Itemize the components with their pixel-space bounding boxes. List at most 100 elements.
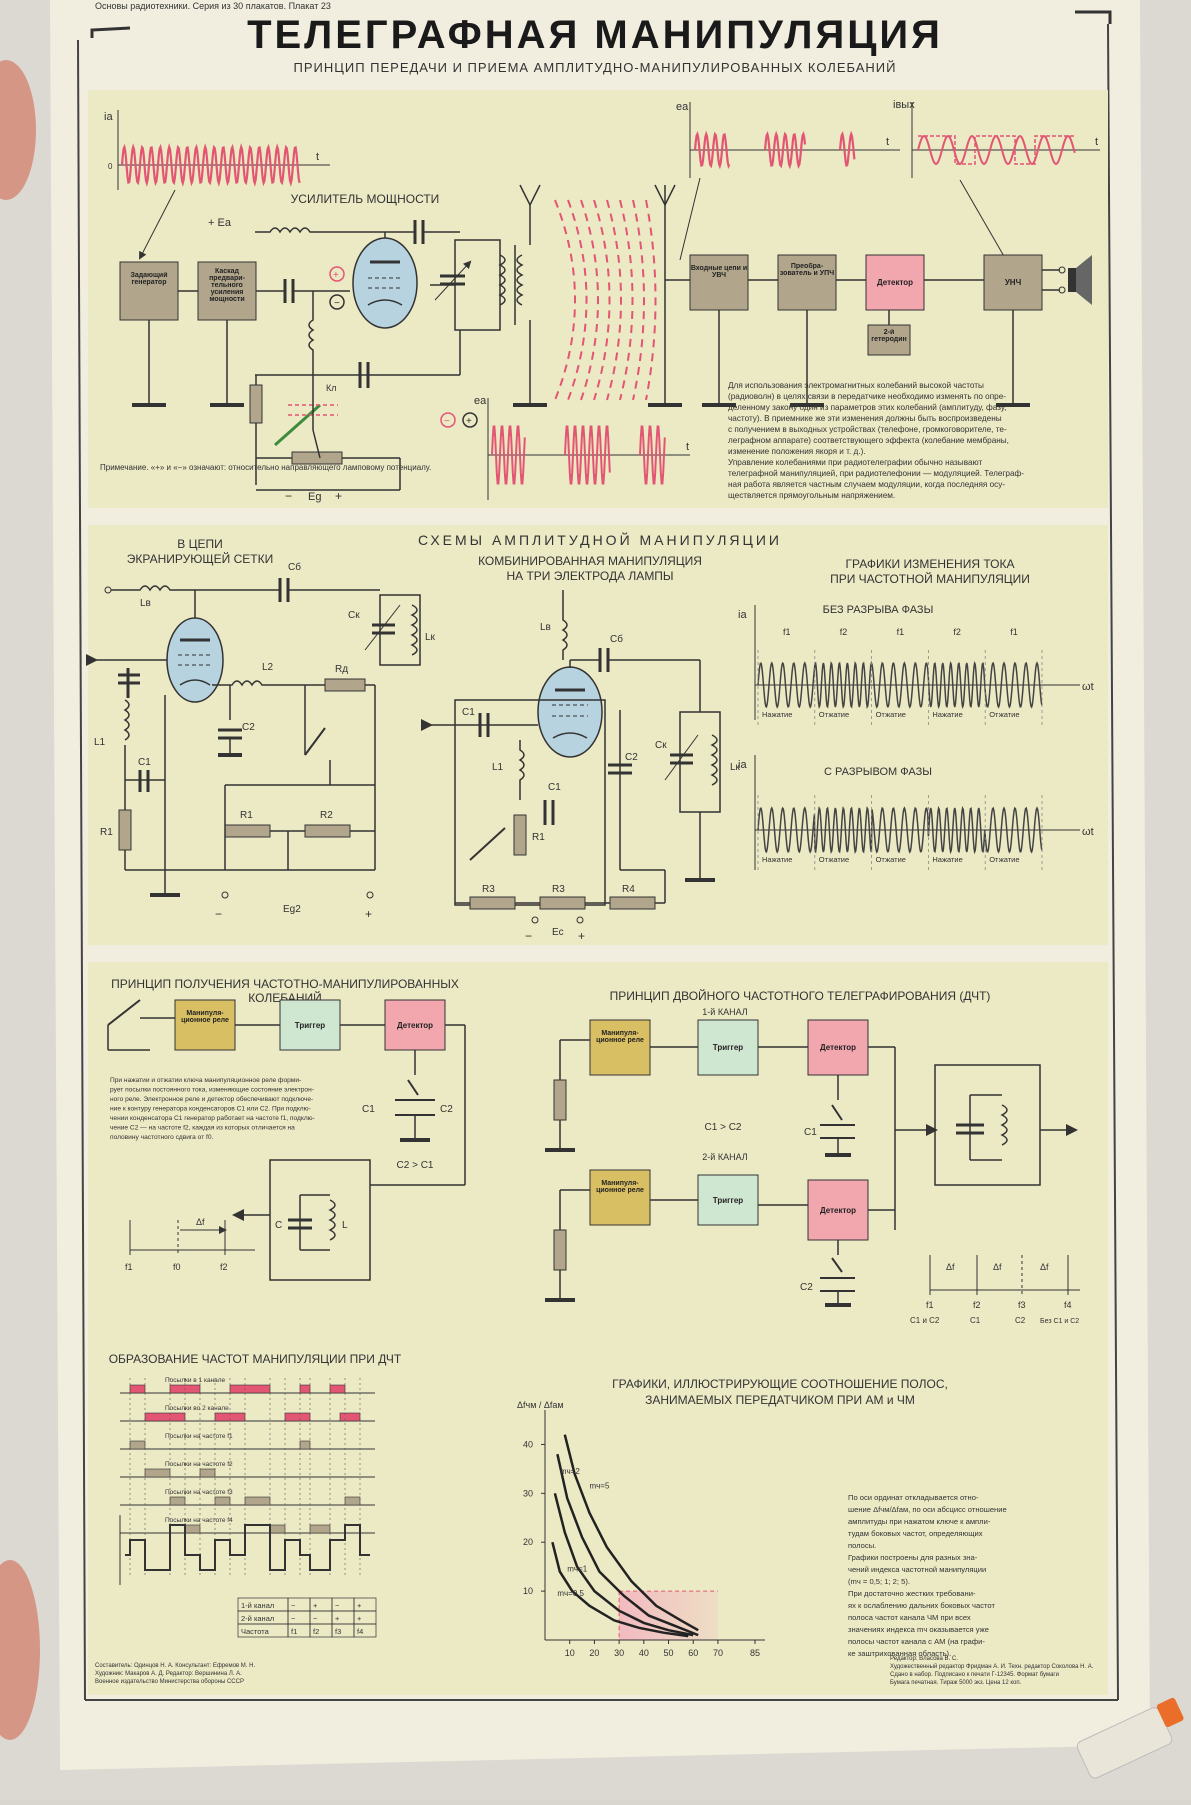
table-cell <box>353 1623 377 1638</box>
p1-desc-line: деленному закону один из параметров этих… <box>728 403 1006 412</box>
c-r1-left: R1 <box>100 827 113 838</box>
dcht-df2: Δf <box>993 1262 1002 1272</box>
c-rg: Rд <box>335 664 348 675</box>
p3-desc-line: рует посылки постоянного тока, изменяющи… <box>110 1087 314 1094</box>
p3-desc-line: чении конденсатора C1 генератор работает… <box>110 1114 315 1122</box>
ch2-detector <box>807 1179 869 1241</box>
series-label: Основы радиотехники. Серия из 30 плакато… <box>95 1 331 11</box>
graph2-wt: ωt <box>1082 826 1094 838</box>
tx-wave <box>491 425 666 485</box>
hand-left-bottom <box>0 1560 40 1740</box>
dcht-df3: Δf <box>1040 1262 1049 1272</box>
radio-wave-arc <box>645 199 657 401</box>
right-title-2: ПРИ ЧАСТОТНОЙ МАНИПУЛЯЦИИ <box>830 571 1030 586</box>
fm-state-label: Отжатие <box>876 710 906 719</box>
dcht-f2: f2 <box>973 1300 981 1310</box>
graph1-wt: ωt <box>1082 681 1094 693</box>
p1-desc-line: леграфном аппарате) соответствующего эфф… <box>728 436 1009 445</box>
dcht-f1: f1 <box>926 1300 934 1310</box>
timing-pulse <box>129 1440 146 1450</box>
p3-relay <box>174 999 236 1051</box>
panel1-note: Примечание. «+» и «−» означают: относите… <box>100 463 431 472</box>
p3-ch1: 1-й КАНАЛ <box>702 1007 747 1017</box>
p1-desc-line: телеграфной манипуляцией, при радиотелеф… <box>728 469 1024 478</box>
c-ck: Cк <box>348 610 360 621</box>
speaker-icon <box>1068 268 1076 292</box>
series-line-0 <box>563 1434 699 1632</box>
mid-lk: Lк <box>730 762 741 773</box>
osc-wave <box>120 143 301 187</box>
footer-left-line: Составитель: Одинцов Н. А. Консультант: … <box>95 1663 255 1669</box>
dcht-none: Без C1 и C2 <box>1040 1318 1079 1325</box>
fm-wave-break <box>757 805 1043 855</box>
fm-state-label: Отжатие <box>876 855 906 864</box>
p3-c1-gt-c2: C1 > C2 <box>705 1122 742 1133</box>
series-line-2 <box>553 1492 694 1637</box>
dcht-c2: C2 <box>1015 1316 1026 1325</box>
block-mixer-label: Преобра-зователь и УПЧ <box>779 263 835 277</box>
panel2-title: СХЕМЫ АМПЛИТУДНОЙ МАНИПУЛЯЦИИ <box>418 531 782 548</box>
p1-desc-line: ная работа является частным случаем моду… <box>728 480 1005 489</box>
p3-left-description: При нажатии и отжатии ключа манипуляцион… <box>110 1077 315 1141</box>
c-r2: R2 <box>320 810 333 821</box>
fm-grid1: f1Нажатиеf2Отжатиеf1Отжатиеf2Нажатиеf1От… <box>757 627 1043 725</box>
timing-row-label: Посылки на частоте f4 <box>165 1517 233 1524</box>
p1-desc-line: частоту). В приемнике же эти изменения д… <box>728 414 1002 423</box>
dcht-df1: Δf <box>946 1262 955 1272</box>
p4-desc-line: значениях индекса mч оказывается уже <box>848 1625 989 1634</box>
page-title: ТЕЛЕГРАФНАЯ МАНИПУЛЯЦИЯ <box>247 13 943 57</box>
eg-minus: − <box>285 489 292 503</box>
timing-pulse <box>229 1384 271 1394</box>
timing-row-label: Посылки во 2 канале <box>165 1405 229 1412</box>
p3-f0: f0 <box>173 1262 181 1272</box>
timing-row-label: Посылки на частоте f2 <box>165 1461 233 1468</box>
mid-l1: L1 <box>492 762 504 773</box>
p3-c1: C1 <box>362 1104 375 1115</box>
hand-left-top <box>0 60 36 200</box>
label-t2: t <box>886 136 889 148</box>
left-minus: − <box>215 907 222 921</box>
p1-desc-line: Управление колебаниями при радиотелеграф… <box>728 458 982 467</box>
mid-r3a: R3 <box>482 884 495 895</box>
ch2-relay <box>589 1169 651 1226</box>
mid-ec: Eс <box>552 927 564 938</box>
mid-ck: Cк <box>655 740 667 751</box>
p3-detector-label: Детектор <box>397 1021 433 1030</box>
c-lb: Lв <box>140 598 151 609</box>
timing-pulse <box>329 1384 346 1394</box>
left-title-1: В ЦЕПИ <box>177 537 222 551</box>
svg-text:−: − <box>334 298 340 309</box>
p4-right-title-1: ГРАФИКИ, ИЛЛЮСТРИРУЮЩИЕ СООТНОШЕНИЕ ПОЛО… <box>612 1377 948 1391</box>
p4-desc-line: амплитуды при нажатом ключе к ампли- <box>848 1517 991 1526</box>
ch1-relay <box>589 1019 651 1076</box>
table-cell-text: f3 <box>335 1627 341 1636</box>
footer-right-line: Сдано в набор. Подписано к печати Г-1234… <box>890 1672 1059 1678</box>
x-tick-label: 60 <box>688 1648 698 1658</box>
c-c2: C2 <box>242 722 255 733</box>
fm-state-label: Отжатие <box>819 710 849 719</box>
dcht-f3: f3 <box>1018 1300 1026 1310</box>
ch1-trigger <box>697 1019 759 1076</box>
table-cell-text: 2-й канал <box>241 1614 274 1623</box>
footer-right-line: Художественный редактор Фридман А. И. Те… <box>890 1663 1094 1670</box>
fm-state-label: Нажатие <box>762 855 792 864</box>
y-tick-label: 10 <box>523 1586 533 1596</box>
block-input-label: Входные цепи и УВЧ <box>690 265 748 279</box>
rx-wave <box>693 130 856 170</box>
timing-pulse <box>169 1496 186 1506</box>
series-label-m5: mч=5 <box>589 1481 610 1490</box>
table-cell-text: + <box>357 1601 362 1610</box>
p4-desc-line: полосы частот канала с АМ (на графи- <box>848 1637 985 1646</box>
p3-c2-gt-c1: C2 > C1 <box>397 1160 434 1171</box>
label-t4: t <box>686 441 689 453</box>
p4-desc-line: полоса частот канала ЧМ при всех <box>848 1613 971 1622</box>
right-title-1: ГРАФИКИ ИЗМЕНЕНИЯ ТОКА <box>846 557 1015 571</box>
series-label-m1: mч=1 <box>567 1565 588 1574</box>
p3-c2: C2 <box>440 1104 453 1115</box>
y-axis-label: Δfчм / Δfам <box>517 1400 564 1410</box>
fm-freq-label: f1 <box>897 627 905 637</box>
